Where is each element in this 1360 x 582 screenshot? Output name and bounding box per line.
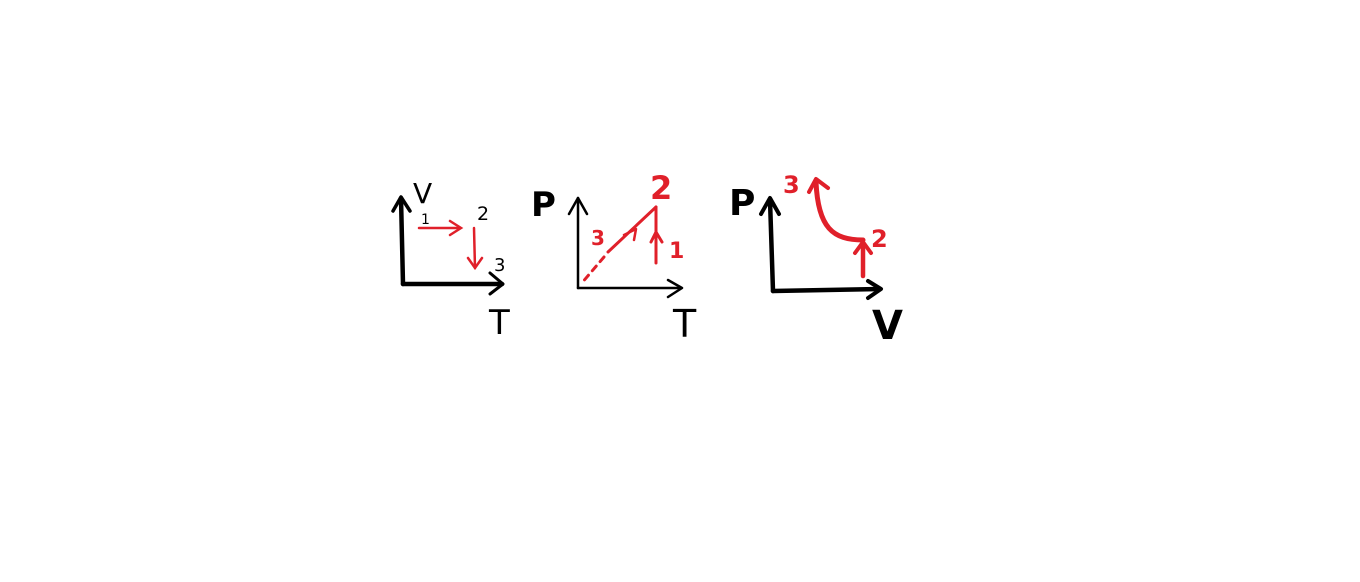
pt-arrowhead-2-3 (622, 227, 638, 242)
pt-y-arrowhead (567, 196, 589, 216)
pt-point-3-label: 3 (591, 226, 605, 250)
pv-arrowhead-2-3 (807, 177, 830, 194)
vt-y-axis (398, 195, 406, 287)
pt-process-2-3 (606, 205, 658, 254)
pv-axes (759, 196, 883, 300)
vt-arrowhead-2-3 (466, 256, 484, 271)
pv-process-2-3 (813, 179, 866, 243)
pv-x-axis (770, 286, 883, 294)
pt-arrowhead-1-2 (649, 230, 664, 244)
pt-extrapolation-dashed (579, 255, 606, 286)
pv-process (807, 177, 873, 279)
vt-axes (391, 195, 505, 296)
vt-point-1-label: 1 (421, 212, 430, 228)
pt-x-axis-label: T (672, 302, 697, 346)
pv-point-2-label: 2 (871, 225, 888, 253)
pt-x-arrowhead (666, 278, 684, 299)
pt-point-2-label: 2 (650, 169, 672, 207)
vt-y-axis-label: V (413, 177, 432, 210)
vt-process (417, 219, 484, 271)
vt-point-3-label: 3 (494, 255, 505, 276)
vt-process-2-3 (472, 226, 477, 270)
pv-x-arrowhead (866, 279, 883, 300)
pv-y-axis (767, 197, 776, 294)
pv-x-axis-label: V (872, 303, 903, 349)
vt-x-axis-label: T (488, 303, 510, 343)
pt-process (579, 205, 664, 286)
pt-y-axis-label: P (531, 185, 556, 225)
pt-axes (567, 196, 684, 299)
pt-diagram: P T 2 3 1 (531, 169, 697, 346)
vt-arrowhead-1-2 (448, 219, 464, 237)
vt-point-2-label: 2 (477, 203, 489, 225)
pv-y-axis-label: P (729, 183, 755, 224)
vt-diagram: V T 1 2 3 (391, 177, 510, 343)
pv-y-arrowhead (759, 196, 781, 216)
pt-point-1-label: 1 (669, 239, 684, 264)
pv-diagram: P V 3 2 (729, 171, 903, 349)
pv-point-3-label: 3 (783, 171, 800, 199)
vt-x-arrowhead (488, 271, 505, 296)
vt-y-arrowhead (391, 195, 412, 213)
